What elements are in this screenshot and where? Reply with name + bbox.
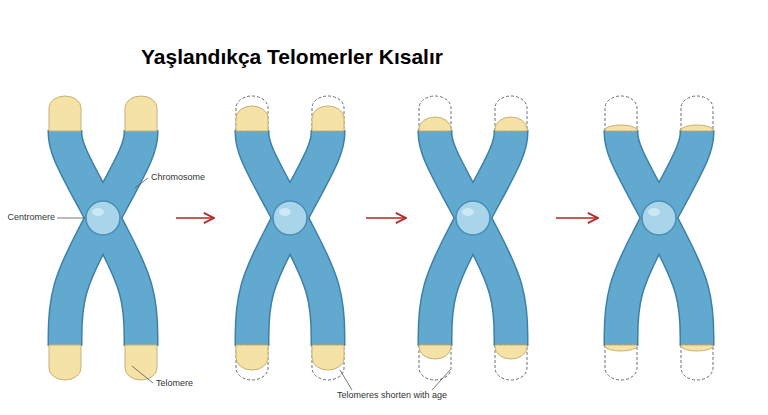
telomere-cap [605,125,637,131]
chromatid [621,130,697,346]
chromosome [605,96,713,380]
title: Yaşlandıkça Telomerler Kısalır [141,45,443,69]
telomere-cap [681,125,713,131]
chromatid-outline [435,130,511,346]
chromosome [236,96,344,380]
chromatid-outline [252,130,328,346]
lost-telomere-outline [495,96,527,131]
chromatid [252,130,328,346]
leader-line [135,178,148,188]
leader-line [132,366,153,383]
stage-arrow [556,217,598,219]
telomere-cap [49,96,81,131]
leader-line [57,218,85,219]
telomere-cap [605,345,637,351]
stage-arrows [176,218,598,219]
telomere-cap [419,117,451,131]
chromatid [621,130,697,346]
telomere-cap [312,106,344,131]
annotation-label: Telomeres shorten with age [336,390,448,400]
chromatid-outline [621,130,697,346]
lost-telomere-outline [681,345,713,380]
chromatid-outline [65,130,141,346]
lost-telomere-outline [236,96,268,131]
lost-telomere-outline [681,96,713,131]
chromatid [435,130,511,346]
part-label: Centromere [6,212,56,222]
telomere-cap [681,345,713,351]
part-label: Telomere [155,378,194,388]
chromatid [65,130,141,346]
chromatid-outline [621,130,697,346]
centromere-highlight [648,208,660,216]
telomere-cap [419,345,451,359]
lost-telomere-outline [236,345,268,380]
lost-telomere-outline [495,345,527,380]
centromere [642,201,676,235]
centromere [456,201,490,235]
centromere-highlight [92,208,104,216]
stage-arrow [176,217,214,219]
centromere [86,201,120,235]
leader-line [340,370,352,390]
centromere-highlight [462,208,474,216]
chromatid [252,130,328,346]
telomere-cap [125,96,157,131]
lost-telomere-outline [605,96,637,131]
telomere-cap [495,345,527,359]
chromatid-outline [435,130,511,346]
chromosome [419,96,527,380]
chromatid-outline [65,130,141,346]
telomere-cap [236,106,268,131]
telomere-cap [49,345,81,380]
chromosome [49,96,157,380]
telomere-cap [495,117,527,131]
lost-telomere-outline [312,96,344,131]
centromere-highlight [279,208,291,216]
chromatid [435,130,511,346]
part-label: Chromosome [150,172,206,182]
lost-telomere-outline [419,96,451,131]
lost-telomere-outline [312,345,344,380]
telomere-cap [312,345,344,370]
stage-arrow [366,217,406,219]
chromatid [65,130,141,346]
lost-telomere-outline [605,345,637,380]
telomere-cap [125,345,157,380]
telomere-cap [236,345,268,370]
centromere [273,201,307,235]
leader-line [432,370,450,390]
chromatid-outline [252,130,328,346]
